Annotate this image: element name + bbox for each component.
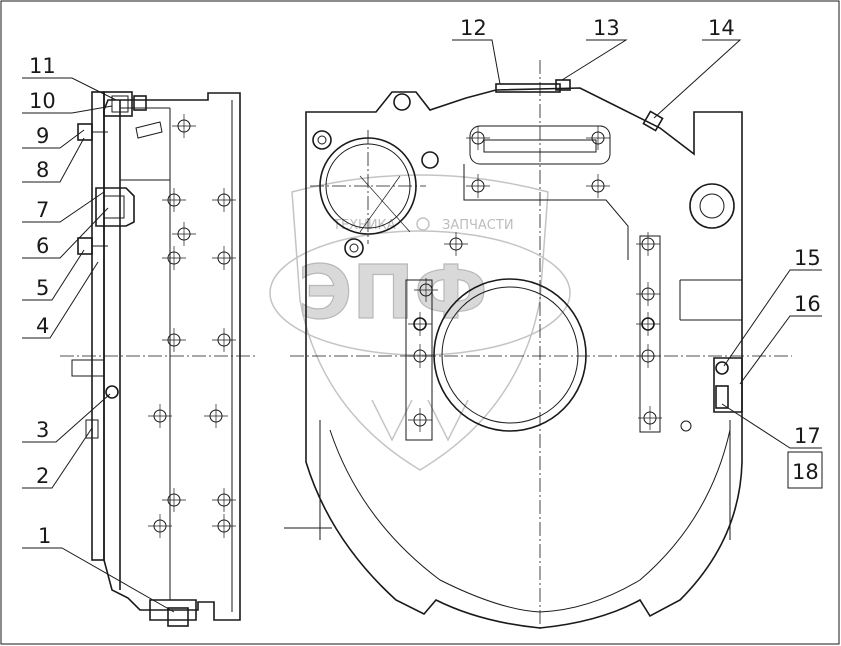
sleeve-bore xyxy=(103,195,125,219)
sleeve-part xyxy=(95,187,135,227)
watermark-letters: ЭПФ xyxy=(298,250,488,336)
callout-13: 13 xyxy=(593,16,620,40)
leader-12 xyxy=(452,39,501,85)
drain-plug xyxy=(167,607,189,627)
callout-7: 7 xyxy=(36,198,49,222)
leader-2 xyxy=(22,427,93,489)
callout-2: 2 xyxy=(36,464,49,488)
leader-11 xyxy=(22,77,117,101)
callout-16: 16 xyxy=(794,292,821,316)
bolt-8-head xyxy=(77,123,93,141)
right-flange-strip xyxy=(639,235,661,433)
callout-4: 4 xyxy=(36,314,49,338)
callout-9: 9 xyxy=(36,124,49,148)
watermark: ТЕХНИКА ЗАПЧАСТИ ЭПФ xyxy=(269,174,571,471)
callout-1: 1 xyxy=(38,524,51,548)
right-rib xyxy=(679,279,742,321)
pin-boss xyxy=(713,357,743,413)
pin-3 xyxy=(71,359,105,377)
boss-14 xyxy=(642,110,664,132)
leader-8 xyxy=(22,137,85,183)
left-window-bolt-tr xyxy=(393,93,411,111)
left-flange-strip xyxy=(405,279,433,441)
callout-numbers: 11 10 9 8 7 6 5 4 3 2 1 12 13 14 15 16 1… xyxy=(29,16,823,548)
bell-side-lines xyxy=(319,420,731,540)
callout-15: 15 xyxy=(794,246,821,270)
leader-7 xyxy=(22,191,105,223)
right-boss-outer xyxy=(689,183,735,229)
housing-front-outline xyxy=(305,87,743,629)
housing-side-outline xyxy=(103,92,241,621)
cover-plate xyxy=(91,91,105,561)
side-rib-lines xyxy=(120,107,170,181)
leader-17 xyxy=(721,403,822,449)
callout-18: 18 xyxy=(792,460,819,484)
leader-16 xyxy=(739,315,822,385)
callout-5: 5 xyxy=(36,276,49,300)
leader-5 xyxy=(22,249,85,301)
top-lug-12 xyxy=(495,83,561,93)
left-window-bolt-tl xyxy=(312,130,332,150)
pin-2 xyxy=(85,419,99,439)
front-view xyxy=(284,60,792,630)
callout-3: 3 xyxy=(36,418,49,442)
left-window-bolt-b xyxy=(344,238,364,258)
leader-9 xyxy=(22,129,85,149)
main-bore-inner xyxy=(441,286,579,424)
callout-10: 10 xyxy=(29,89,56,113)
drain-boss xyxy=(149,599,197,621)
top-washer xyxy=(135,121,163,139)
left-window-bolt-r xyxy=(421,151,439,169)
pin-3-hole xyxy=(105,385,119,399)
leader-3 xyxy=(22,393,111,443)
side-view xyxy=(60,91,256,627)
main-bore-outer xyxy=(433,278,587,432)
callout-8: 8 xyxy=(36,158,49,182)
gear-icon xyxy=(416,217,430,231)
bell-inner-curve xyxy=(329,429,731,613)
watermark-word-right: ЗАПЧАСТИ xyxy=(442,218,514,233)
pin-15 xyxy=(715,361,729,375)
leader-4 xyxy=(22,261,99,339)
leader-15 xyxy=(723,269,822,367)
window-cross-marks xyxy=(359,175,411,233)
leader-14 xyxy=(653,39,742,119)
leader-10 xyxy=(22,105,113,114)
top-nut xyxy=(133,95,147,111)
top-bolt-13 xyxy=(555,79,571,91)
callout-11: 11 xyxy=(29,54,56,78)
side-holes xyxy=(148,114,236,538)
front-holes xyxy=(408,126,692,432)
callout-17: 17 xyxy=(794,424,821,448)
leader-lines xyxy=(22,39,822,613)
leader-1 xyxy=(22,547,175,613)
pin-17 xyxy=(715,385,729,409)
bolt-5-head xyxy=(77,237,93,255)
right-boss-inner xyxy=(699,193,725,219)
top-bolt-head xyxy=(111,95,129,113)
callout-18-box xyxy=(787,451,823,489)
callout-6: 6 xyxy=(36,234,49,258)
top-rib xyxy=(463,164,629,260)
callout-12: 12 xyxy=(460,16,487,40)
top-boss xyxy=(103,91,133,117)
callout-14: 14 xyxy=(708,16,735,40)
leader-6 xyxy=(22,207,109,259)
leader-13 xyxy=(561,39,628,81)
